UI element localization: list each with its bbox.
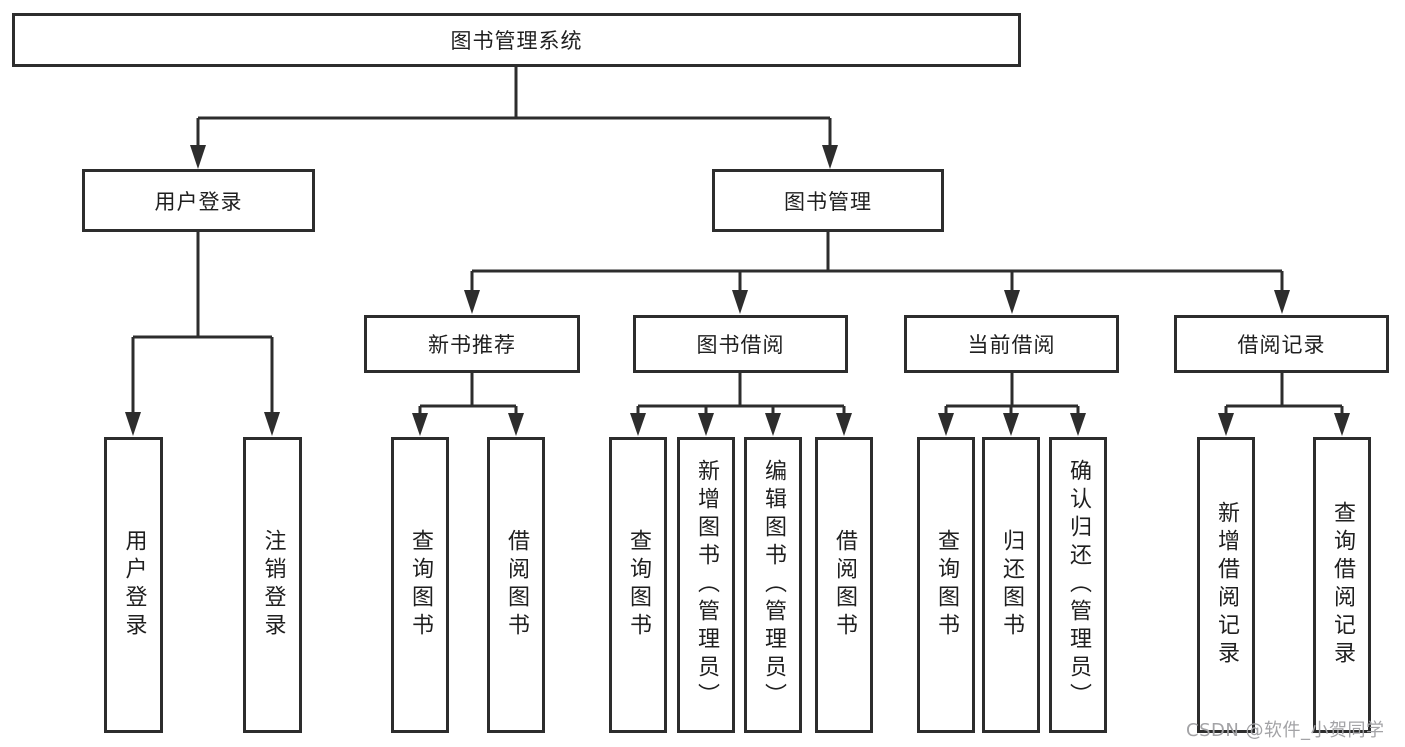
leaf-logout: 注销登录: [243, 437, 302, 733]
node-book-borrow: 图书借阅: [633, 315, 848, 373]
leaf-query-borrow-record: 查询借阅记录: [1313, 437, 1371, 733]
node-new-book-recommend: 新书推荐: [364, 315, 580, 373]
leaf-edit-book-admin: 编辑图书（管理员）: [744, 437, 802, 733]
leaf-query-books-current: 查询图书: [917, 437, 975, 733]
node-borrow-record: 借阅记录: [1174, 315, 1389, 373]
csdn-watermark: CSDN @软件_小贺同学: [1186, 720, 1385, 741]
node-current-borrow: 当前借阅: [904, 315, 1119, 373]
leaf-confirm-return-admin: 确认归还（管理员）: [1049, 437, 1107, 733]
node-library-management-system: 图书管理系统: [12, 13, 1021, 67]
leaf-query-books-recommend: 查询图书: [391, 437, 449, 733]
leaf-add-book-admin: 新增图书（管理员）: [677, 437, 735, 733]
leaf-user-login: 用户登录: [104, 437, 163, 733]
leaf-return-books: 归还图书: [982, 437, 1040, 733]
leaf-borrow-books: 借阅图书: [815, 437, 873, 733]
leaf-add-borrow-record: 新增借阅记录: [1197, 437, 1255, 733]
leaf-query-books-borrow: 查询图书: [609, 437, 667, 733]
node-user-login: 用户登录: [82, 169, 315, 232]
node-book-management: 图书管理: [712, 169, 944, 232]
leaf-borrow-books-recommend: 借阅图书: [487, 437, 545, 733]
